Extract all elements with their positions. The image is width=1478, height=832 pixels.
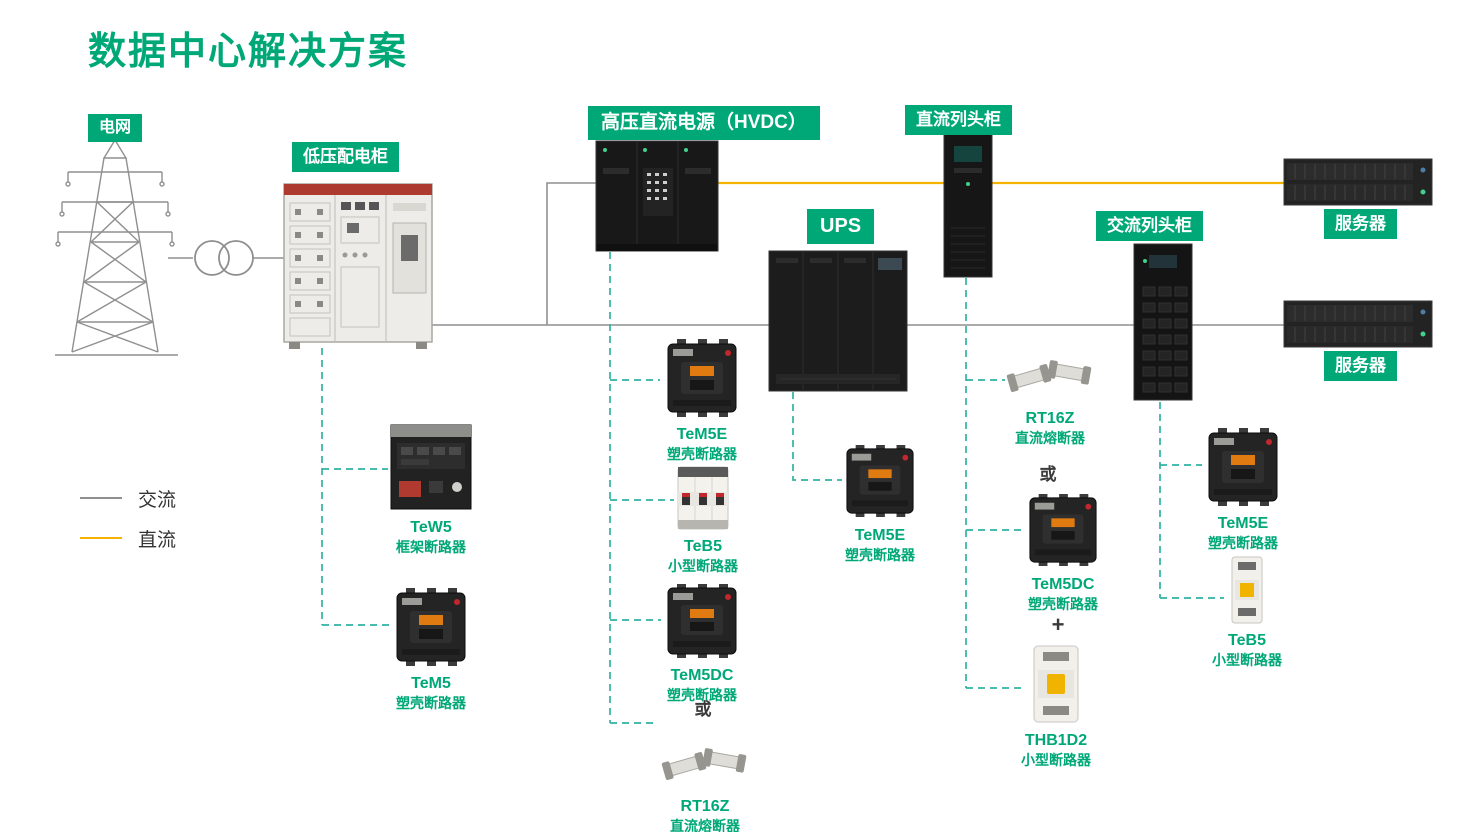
lv-cabinet-image (283, 183, 433, 356)
product-name: TeM5E (854, 527, 906, 544)
mccb-image (667, 584, 737, 658)
product-name: TeM5E (1217, 515, 1269, 532)
mccb-image (1208, 428, 1278, 506)
dc-row-cabinet-image (943, 132, 993, 283)
hvdc-label: 高压直流电源（HVDC） (588, 106, 820, 140)
legend-ac-row: 交流 (80, 484, 176, 512)
product-tem5dc-1: TeM5DC 塑壳断路器 (646, 583, 758, 704)
or-text-2: 或 (1039, 465, 1057, 484)
product-tew5: TeW5 框架断路器 (375, 423, 487, 556)
legend-dc-label: 直流 (138, 529, 177, 551)
product-desc: 小型断路器 (668, 558, 738, 574)
ac-row-cabinet-image (1133, 243, 1193, 406)
product-name: TeM5DC (1031, 576, 1095, 593)
ups-cabinet-image (768, 250, 908, 397)
transmission-tower-icon (55, 138, 178, 356)
legend: 交流 直流 (80, 484, 176, 564)
product-name: RT16Z (680, 798, 730, 815)
product-desc: 框架断路器 (396, 539, 466, 555)
product-tem5e-2: TeM5E 塑壳断路器 (824, 443, 936, 564)
product-teb5-2: TeB5 小型断路器 (1191, 556, 1303, 669)
mccb-image (396, 588, 466, 666)
hvdc-cabinet-image (595, 140, 719, 257)
product-name: RT16Z (1025, 410, 1075, 427)
mccb-image (846, 445, 914, 517)
product-name: TeB5 (1228, 632, 1266, 649)
product-desc: 小型断路器 (1212, 652, 1282, 668)
product-tem5dc-2: TeM5DC 塑壳断路器 (1007, 492, 1119, 613)
server-top-image (1283, 158, 1433, 211)
product-rt16z-2: RT16Z 直流熔断器 (994, 348, 1106, 447)
mcb-image (1231, 556, 1263, 624)
ac-line-sample (80, 497, 122, 499)
transformer-icon (194, 240, 254, 276)
product-teb5-1: TeB5 小型断路器 (647, 466, 759, 575)
product-desc: 塑壳断路器 (1028, 596, 1098, 612)
legend-dc-row: 直流 (80, 524, 176, 552)
product-name: TeW5 (410, 519, 452, 536)
fuse-image (661, 748, 747, 780)
product-name: TeM5DC (670, 667, 734, 684)
frame-breaker-image (390, 424, 472, 510)
grid-label: 电网 (88, 114, 143, 143)
product-name: TeM5 (411, 675, 451, 692)
product-rt16z-1: RT16Z 直流熔断器 (649, 736, 761, 832)
product-tem5e-1: TeM5E 塑壳断路器 (646, 338, 758, 463)
product-name: TeM5E (676, 426, 728, 443)
mcb-image (677, 466, 729, 530)
product-tem5e-3: TeM5E 塑壳断路器 (1187, 427, 1299, 552)
mccb-image (667, 339, 737, 417)
plus-text: + (1051, 612, 1065, 637)
server-bottom-label: 服务器 (1324, 351, 1397, 381)
server-bottom-image (1283, 300, 1433, 353)
mccb-image (1029, 494, 1097, 566)
fuse-image (1006, 360, 1092, 392)
dc-line-sample (80, 537, 122, 539)
product-desc: 小型断路器 (1021, 752, 1091, 768)
legend-ac-label: 交流 (138, 489, 177, 511)
product-name: THB1D2 (1024, 732, 1088, 749)
product-desc: 塑壳断路器 (1208, 535, 1278, 551)
or-text-1: 或 (694, 700, 712, 719)
product-tem5: TeM5 塑壳断路器 (375, 587, 487, 712)
product-desc: 直流熔断器 (1015, 430, 1085, 446)
page-title: 数据中心解决方案 (88, 31, 409, 73)
product-name: TeB5 (684, 538, 722, 555)
mcb-image (1033, 645, 1079, 723)
ac-row-label: 交流列头柜 (1096, 211, 1203, 241)
product-desc: 塑壳断路器 (667, 446, 737, 462)
ups-label: UPS (807, 209, 875, 244)
product-desc: 直流熔断器 (670, 818, 740, 832)
product-desc: 塑壳断路器 (396, 695, 466, 711)
product-desc: 塑壳断路器 (667, 687, 737, 703)
server-top-label: 服务器 (1324, 209, 1397, 239)
product-desc: 塑壳断路器 (845, 547, 915, 563)
dc-row-label: 直流列头柜 (905, 105, 1012, 135)
lv-cabinet-label: 低压配电柜 (292, 142, 399, 172)
product-thb1d2: THB1D2 小型断路器 (1000, 644, 1112, 769)
